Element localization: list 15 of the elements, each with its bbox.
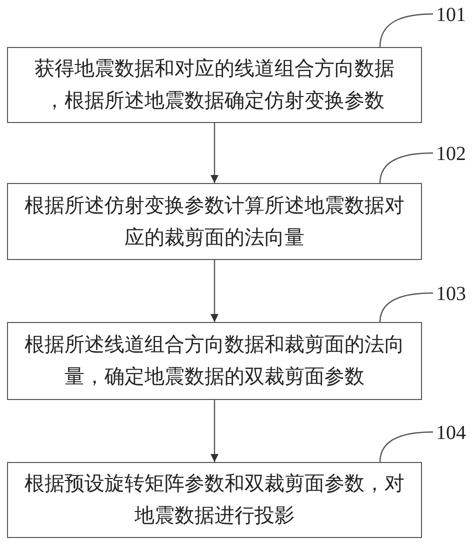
leader-line (379, 292, 434, 322)
leader-line (379, 152, 434, 184)
arrow (210, 400, 218, 462)
process-box: 根据所述仿射变换参数计算所述地震数据对应的裁剪面的法向量 (7, 183, 422, 260)
step-number: 103 (436, 283, 470, 305)
process-box: 获得地震数据和对应的线道组合方向数据，根据所述地震数据确定仿射变换参数 (7, 47, 422, 123)
step-number: 101 (436, 4, 470, 26)
step-number: 104 (436, 422, 470, 444)
leader-line (379, 431, 434, 462)
arrow (210, 123, 218, 183)
arrow (210, 260, 218, 322)
process-box: 根据所述线道组合方向数据和裁剪面的法向量，确定地震数据的双裁剪面参数 (7, 322, 422, 400)
leader-line (379, 13, 434, 48)
process-box: 根据预设旋转矩阵参数和双裁剪面参数，对地震数据进行投影 (7, 462, 422, 538)
step-number: 102 (436, 143, 470, 165)
